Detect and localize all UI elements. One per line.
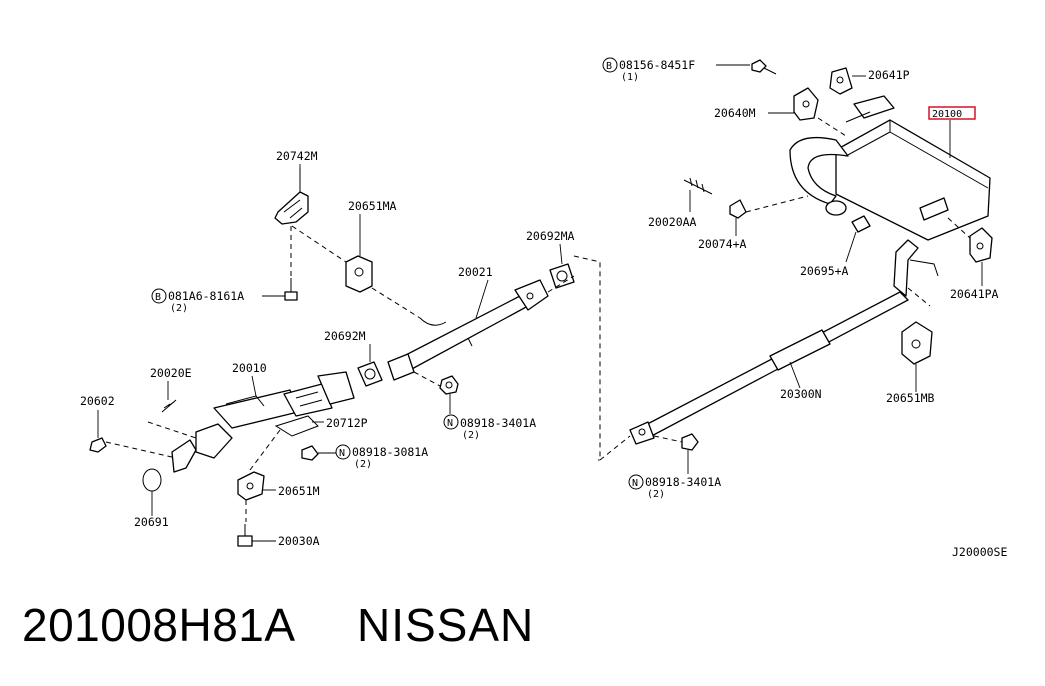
footer-brand: NISSAN (357, 599, 535, 651)
clip-20074A (729, 199, 747, 219)
circle-mark-N-08918-right: N (628, 474, 644, 490)
label-08918-3401A-left: 08918-3401A (460, 416, 536, 430)
label-20074A: 20074+A (698, 237, 747, 251)
label-20020E: 20020E (150, 366, 192, 380)
label-20030A: 20030A (278, 534, 320, 548)
label-08918-3401A-right: 08918-3401A (645, 475, 721, 489)
svg-text:20100: 20100 (932, 109, 962, 120)
svg-text:N: N (447, 418, 453, 429)
part-20692M-gasket (357, 361, 383, 387)
svg-text:B: B (606, 61, 612, 72)
label-20692MA: 20692MA (526, 229, 575, 243)
label-08918-3081A-qty: (2) (354, 459, 372, 470)
circle-mark-B-081A6: B (151, 288, 167, 304)
part-20640M-hanger (793, 87, 819, 121)
nut-08918-3401A-left (439, 375, 459, 395)
part-20691-gasket (142, 468, 162, 492)
label-20695A: 20695+A (800, 264, 849, 278)
stud-20020E (161, 399, 177, 413)
label-20651MB: 20651MB (886, 391, 935, 405)
label-08156-8451F-qty: (1) (621, 72, 639, 83)
label-20300N: 20300N (780, 387, 822, 401)
label-081A6-qty: (2) (170, 303, 188, 314)
label-20641PA: 20641PA (950, 287, 999, 301)
footer-part-number: 201008H81A (22, 599, 296, 651)
bolt-08156-8451F (751, 59, 777, 75)
label-20712P: 20712P (326, 416, 368, 430)
label-20651MA: 20651MA (348, 199, 397, 213)
part-20100-muffler (789, 95, 991, 241)
label-08918-3401A-right-qty: (2) (647, 489, 665, 500)
svg-text:N: N (632, 478, 638, 489)
label-20692M: 20692M (324, 329, 366, 343)
part-20300N-center-pipe (629, 239, 939, 445)
part-20651M-hanger (237, 471, 265, 501)
nut-08918-3081A (301, 445, 319, 461)
svg-text:N: N (339, 448, 345, 459)
nut-08918-3401A-right (681, 433, 699, 451)
label-08918-3081A: 08918-3081A (352, 445, 428, 459)
label-20691: 20691 (134, 515, 169, 529)
label-20651M: 20651M (278, 484, 320, 498)
diagram-id: J20000SE (952, 545, 1007, 559)
label-20742M: 20742M (276, 149, 318, 163)
part-20695A-gasket (825, 200, 871, 233)
label-20641P: 20641P (868, 68, 910, 82)
circle-mark-B-08156: B (602, 57, 618, 73)
label-20010: 20010 (232, 361, 267, 375)
part-20010-catalyst (171, 371, 355, 473)
label-08918-3401A-left-qty: (2) (462, 430, 480, 441)
label-20640M: 20640M (714, 106, 756, 120)
stud-20020AA (683, 177, 713, 195)
part-20742M-bracket (274, 168, 309, 225)
label-20021: 20021 (458, 265, 493, 279)
part-number-20100-highlight: 20100 (928, 106, 976, 120)
part-20641P-hanger (829, 67, 853, 95)
label-08156-8451F: 08156-8451F (619, 58, 695, 72)
label-081A6-8161A: 081A6-8161A (168, 289, 244, 303)
svg-text:B: B (155, 292, 161, 303)
part-20651MB-hanger (901, 321, 933, 365)
part-20651MA-hanger (345, 255, 373, 293)
part-20641PA-hanger (969, 227, 993, 263)
part-20712P-bracket (274, 415, 319, 437)
part-20021-front-pipe (387, 279, 549, 381)
circle-mark-N-08918-left: N (443, 414, 459, 430)
bolt-081A6 (284, 278, 298, 301)
label-20602: 20602 (80, 394, 115, 408)
bolt-20602 (89, 437, 107, 453)
label-20020AA: 20020AA (648, 215, 697, 229)
circle-mark-N-08918-3081A: N (335, 444, 351, 460)
part-20692MA-gasket (549, 263, 575, 289)
bolt-20030A (237, 524, 253, 547)
